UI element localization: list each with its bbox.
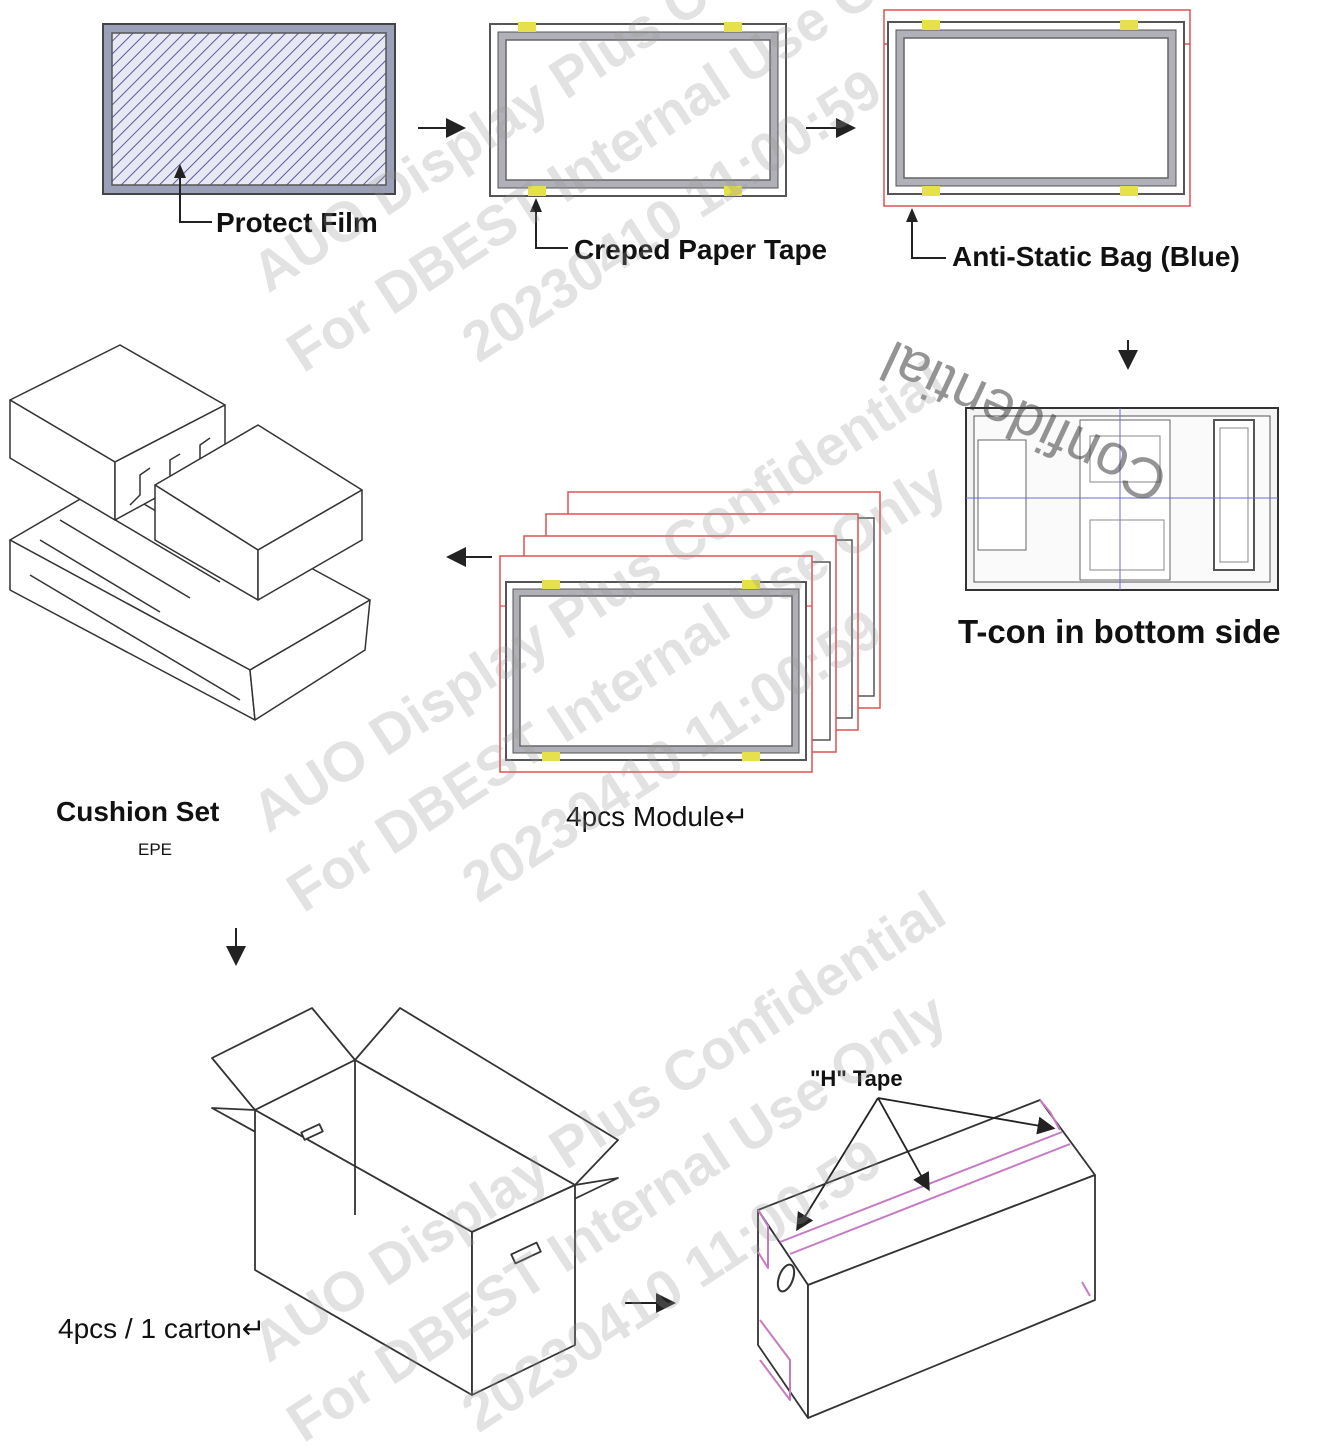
- creped-tape-leader-arrowhead: [530, 198, 542, 212]
- tcon-back-view: Confidential: [872, 328, 1279, 591]
- tape-piece: [518, 22, 536, 32]
- creped-paper-tape-label: Creped Paper Tape: [574, 234, 828, 265]
- tape-piece: [1120, 20, 1138, 30]
- tape-piece: [724, 22, 742, 32]
- anti-static-leader: [911, 218, 946, 259]
- protect-film-label: Protect Film: [216, 207, 378, 238]
- tape-piece: [922, 186, 940, 196]
- cushion-set-label: Cushion Set: [56, 796, 220, 827]
- anti-static-bag-panel: [883, 9, 1191, 207]
- h-tape-label: "H" Tape: [810, 1066, 903, 1091]
- cushion-set: [9, 344, 371, 721]
- anti-static-leader-arrowhead: [906, 208, 918, 222]
- module-count-label: 4pcs Module↵: [566, 801, 749, 832]
- tcon-bottom-label: T-con in bottom side: [958, 613, 1281, 650]
- tape-piece: [1120, 186, 1138, 196]
- cushion-material-label: EPE: [138, 840, 173, 859]
- protect-film-leader: [179, 170, 212, 223]
- tape-piece: [922, 20, 940, 30]
- creped-tape-panel: [489, 22, 787, 197]
- tape-piece: [528, 186, 546, 196]
- packing-flow-diagram: Confidential: [9, 9, 1279, 1419]
- carton-handle: [776, 1263, 796, 1293]
- sealed-carton: [757, 1099, 1096, 1419]
- protect-film-leader-arrowhead: [174, 164, 186, 178]
- module-stack: [499, 491, 881, 773]
- h-tape-pointer-2: [877, 1097, 930, 1192]
- creped-tape-leader: [535, 210, 568, 249]
- open-carton: [211, 1007, 619, 1396]
- tape-piece: [724, 186, 742, 196]
- anti-static-bag-label: Anti-Static Bag (Blue): [952, 241, 1240, 272]
- carton-count-label: 4pcs / 1 carton↵: [58, 1313, 266, 1344]
- h-tape-pointer-3: [877, 1097, 1056, 1135]
- h-tape-pointer-1: [796, 1097, 879, 1232]
- protect-film-panel: [102, 23, 396, 195]
